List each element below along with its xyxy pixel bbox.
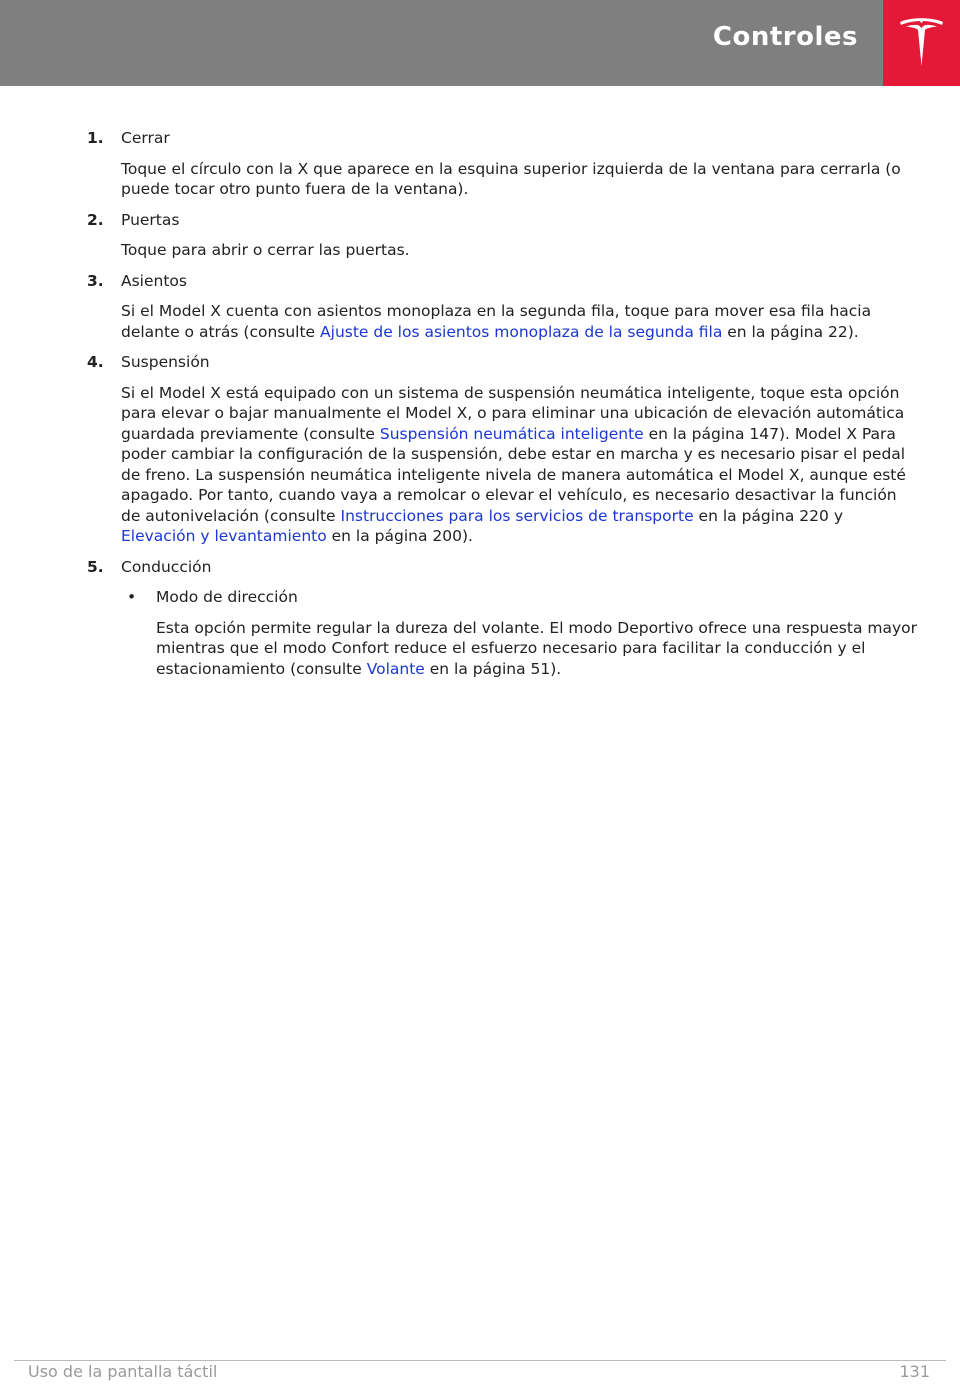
paragraph-text: Toque el círculo con la X que aparece en…: [121, 159, 901, 199]
item-description: Si el Model X está equipado con un siste…: [121, 383, 917, 547]
brand-logo: [883, 0, 960, 86]
paragraph-text: Si el Model X está equipado con un siste…: [121, 383, 905, 443]
item-description: Toque el círculo con la X que aparece en…: [121, 159, 917, 200]
item-title: Puertas: [121, 210, 180, 229]
bullet-icon: •: [127, 588, 137, 606]
footer-section-name: Uso de la pantalla táctil: [28, 1362, 218, 1381]
list-item: 4. Suspensión Si el Model X está equipado …: [72, 352, 917, 547]
paragraph-text: en la página 200).: [326, 527, 473, 545]
page-header: Controles: [0, 0, 960, 86]
item-number: 2.: [87, 210, 104, 229]
cross-reference-link[interactable]: Volante: [366, 659, 425, 678]
paragraph-text: Toque para abrir o cerrar las puertas.: [121, 241, 410, 259]
item-description: Si el Model X cuenta con asientos monopl…: [121, 301, 917, 342]
item-number: 1.: [87, 129, 104, 147]
footer-page-number: 131: [899, 1362, 930, 1381]
cross-reference-link[interactable]: Instrucciones para los servicios de tran…: [340, 506, 694, 525]
footer-divider: [14, 1360, 946, 1361]
sub-item-title: Modo de dirección: [156, 588, 298, 606]
item-number: 4.: [87, 353, 104, 371]
paragraph-text: Esta opción permite regular la dureza de…: [156, 618, 917, 678]
paragraph-text: en la página 220 y: [693, 506, 843, 525]
paragraph-text: en la página 51).: [424, 659, 562, 678]
paragraph-text: en la página 147). Model X Para poder ca…: [121, 424, 906, 525]
item-number: 3.: [87, 271, 104, 290]
item-title: Cerrar: [121, 129, 170, 147]
item-description: Toque para abrir o cerrar las puertas.: [121, 240, 917, 261]
cross-reference-link[interactable]: Suspensión neumática inteligente: [379, 424, 644, 443]
sub-item-description: Esta opción permite regular la dureza de…: [156, 618, 917, 680]
item-title: Asientos: [121, 271, 187, 290]
paragraph-text: en la página 22).: [722, 322, 859, 341]
tesla-logo-icon: [900, 18, 943, 66]
item-title: Conducción: [121, 557, 212, 576]
page-title: Controles: [712, 22, 858, 52]
paragraph-text: Si el Model X cuenta con asientos monopl…: [121, 302, 872, 341]
list-item: 3. Asientos Si el Model X cuenta con asien…: [72, 271, 917, 343]
cross-reference-link[interactable]: Elevación y levantamiento: [121, 527, 327, 545]
item-title: Suspensión: [121, 353, 210, 371]
item-number: 5.: [87, 557, 104, 576]
cross-reference-link[interactable]: Ajuste de los asientos monoplaza de la s…: [320, 322, 723, 341]
